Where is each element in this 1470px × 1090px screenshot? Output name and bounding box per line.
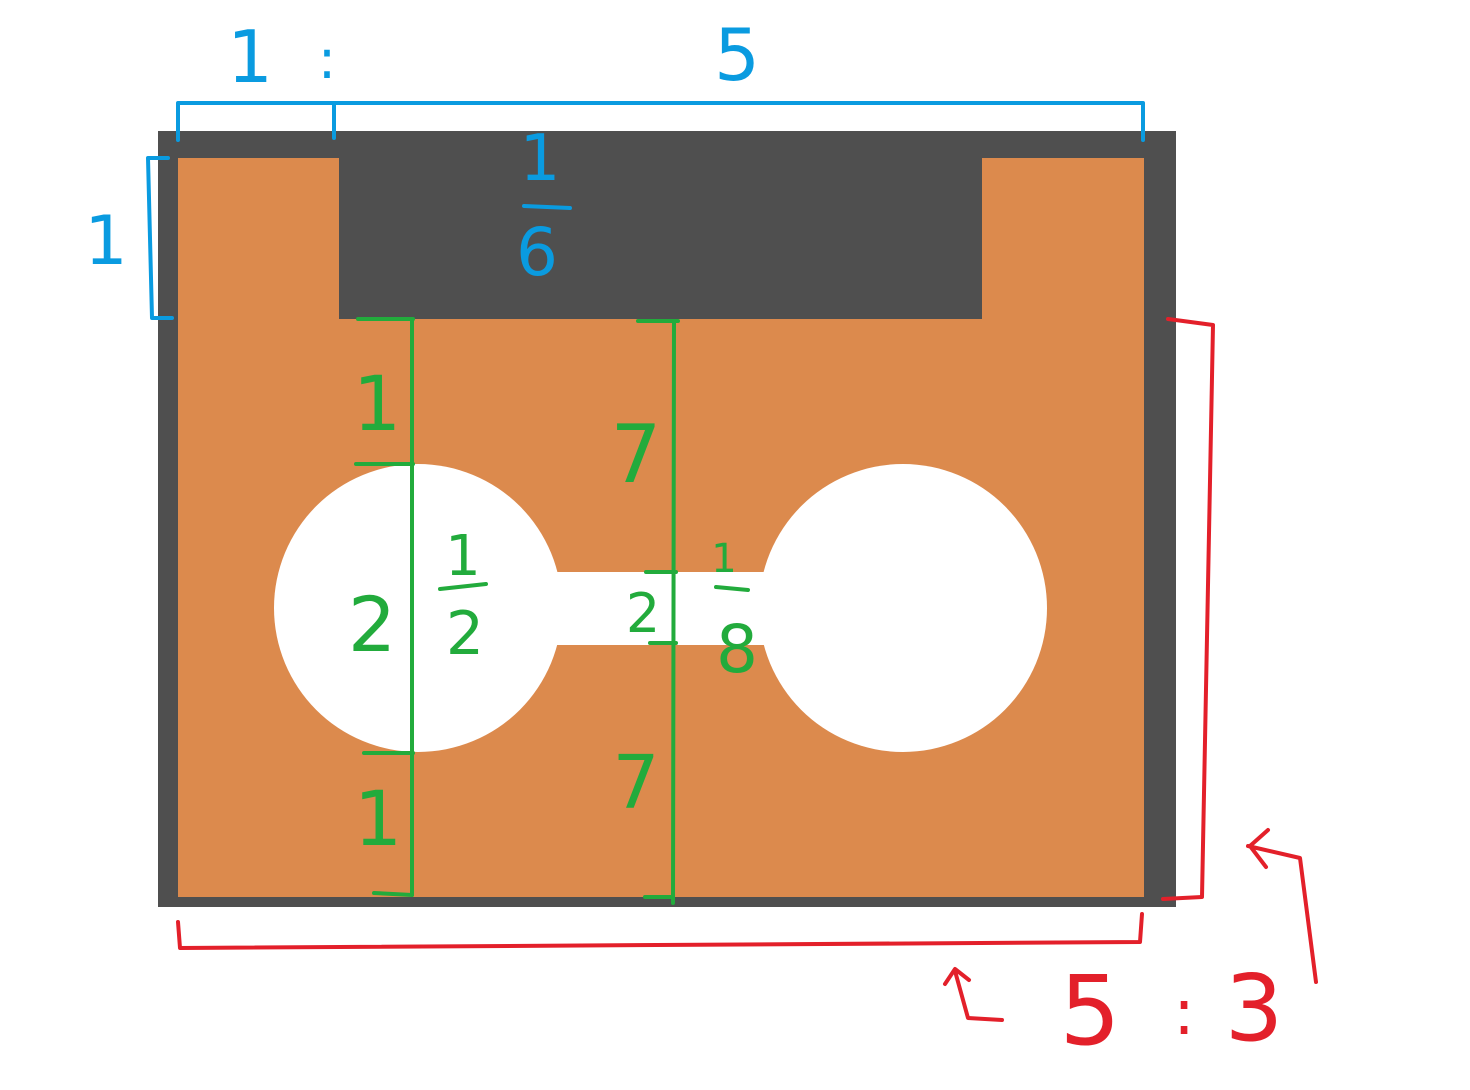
left-circle <box>274 464 562 752</box>
green-vertical-center <box>671 319 676 905</box>
top-ratio-colon: : <box>318 28 336 91</box>
fraction-one-sixth-num: 1 <box>520 122 561 196</box>
bottom-ratio-colon: : <box>1173 976 1195 1050</box>
green-seven-top: 7 <box>611 408 662 501</box>
eighth-denominator: 8 <box>716 611 758 688</box>
connecting-bar <box>540 572 786 645</box>
bar-height-label: 2 <box>626 582 660 645</box>
blue-annotations <box>146 101 1145 320</box>
top-ratio-right: 5 <box>714 13 760 97</box>
fraction-bar-blue <box>522 204 572 210</box>
top-bracket <box>176 101 1145 142</box>
right-circle <box>759 464 1047 752</box>
header-block <box>339 158 982 319</box>
green-tick-bottom <box>372 891 414 897</box>
green-annotations <box>354 317 750 905</box>
arrow-bottom <box>943 967 1004 1022</box>
green-seven-bottom: 7 <box>612 740 659 826</box>
green-bottom-label: 1 <box>354 774 402 863</box>
right-height-bracket <box>1161 317 1215 901</box>
arrow-right <box>1246 828 1318 984</box>
green-top-label: 1 <box>353 359 401 448</box>
eighth-numerator: 1 <box>711 536 736 582</box>
fraction-bar-eighth <box>714 585 750 592</box>
left-height-label: 1 <box>84 202 127 281</box>
fraction-bar-half <box>438 582 488 591</box>
half-denominator: 2 <box>446 599 484 669</box>
red-annotations <box>176 317 1318 1022</box>
top-ratio-left: 1 <box>227 15 273 99</box>
green-middle-label: 2 <box>348 580 396 669</box>
fraction-one-sixth-den: 6 <box>516 214 558 291</box>
left-height-bracket <box>146 156 174 320</box>
bottom-ratio-left: 5 <box>1059 955 1120 1067</box>
bottom-width-bracket <box>176 912 1144 950</box>
bottom-ratio-right: 3 <box>1225 955 1284 1062</box>
half-numerator: 1 <box>445 524 481 589</box>
